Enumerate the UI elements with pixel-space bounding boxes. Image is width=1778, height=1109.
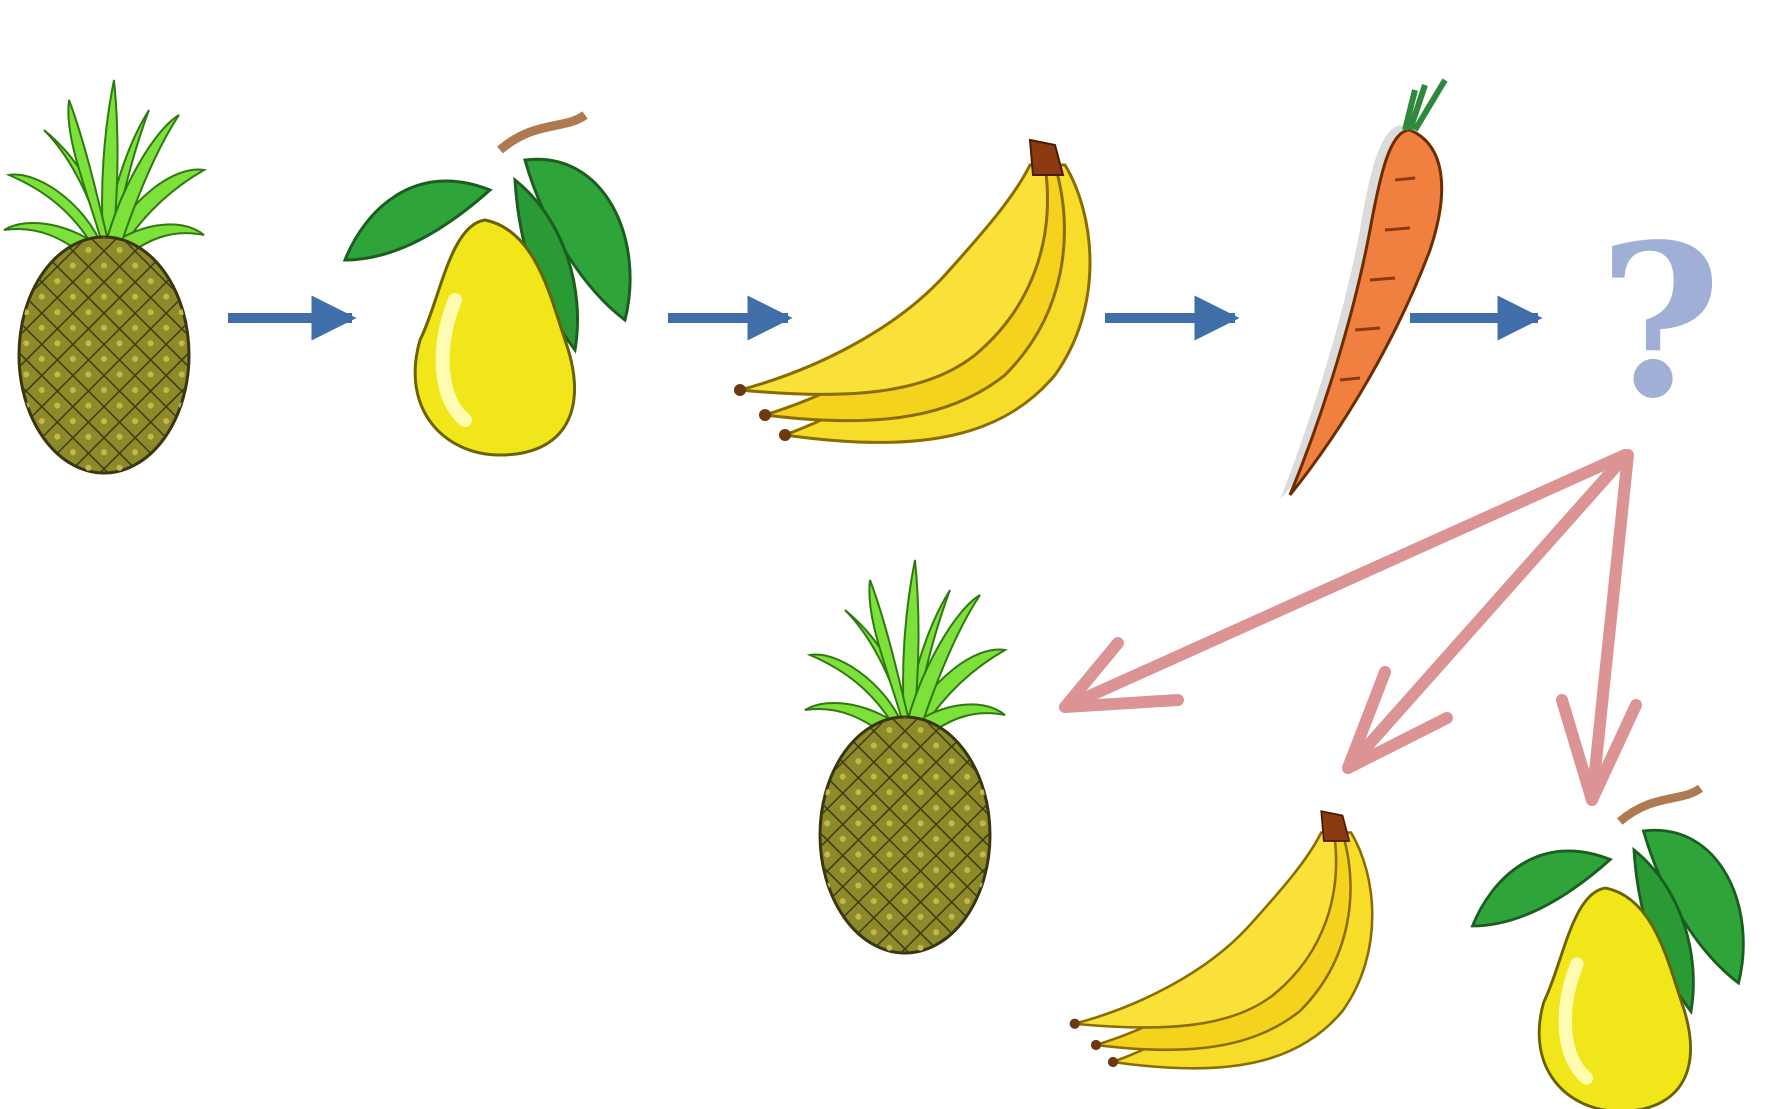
sequence-item-5: ? bbox=[1598, 198, 1721, 445]
sequence-item-4 bbox=[1280, 80, 1445, 500]
pear-icon bbox=[1473, 788, 1744, 1109]
carrot-icon bbox=[1280, 80, 1445, 500]
option-arrows bbox=[1065, 455, 1636, 800]
banana-icon bbox=[1070, 811, 1373, 1068]
option-arrow-2 bbox=[1348, 462, 1620, 768]
question-mark-icon: ? bbox=[1598, 198, 1721, 445]
answer-option-1 bbox=[805, 560, 1005, 953]
banana-icon bbox=[734, 140, 1090, 443]
sequence-item-3 bbox=[734, 140, 1090, 443]
answer-option-3 bbox=[1473, 788, 1744, 1109]
option-arrow-1 bbox=[1065, 455, 1625, 707]
pear-icon bbox=[345, 115, 630, 455]
pineapple-icon bbox=[805, 560, 1005, 953]
answer-option-2 bbox=[1070, 811, 1373, 1068]
sequence-item-2 bbox=[345, 115, 630, 455]
pineapple-icon bbox=[4, 80, 204, 473]
sequence-item-1 bbox=[4, 80, 204, 473]
